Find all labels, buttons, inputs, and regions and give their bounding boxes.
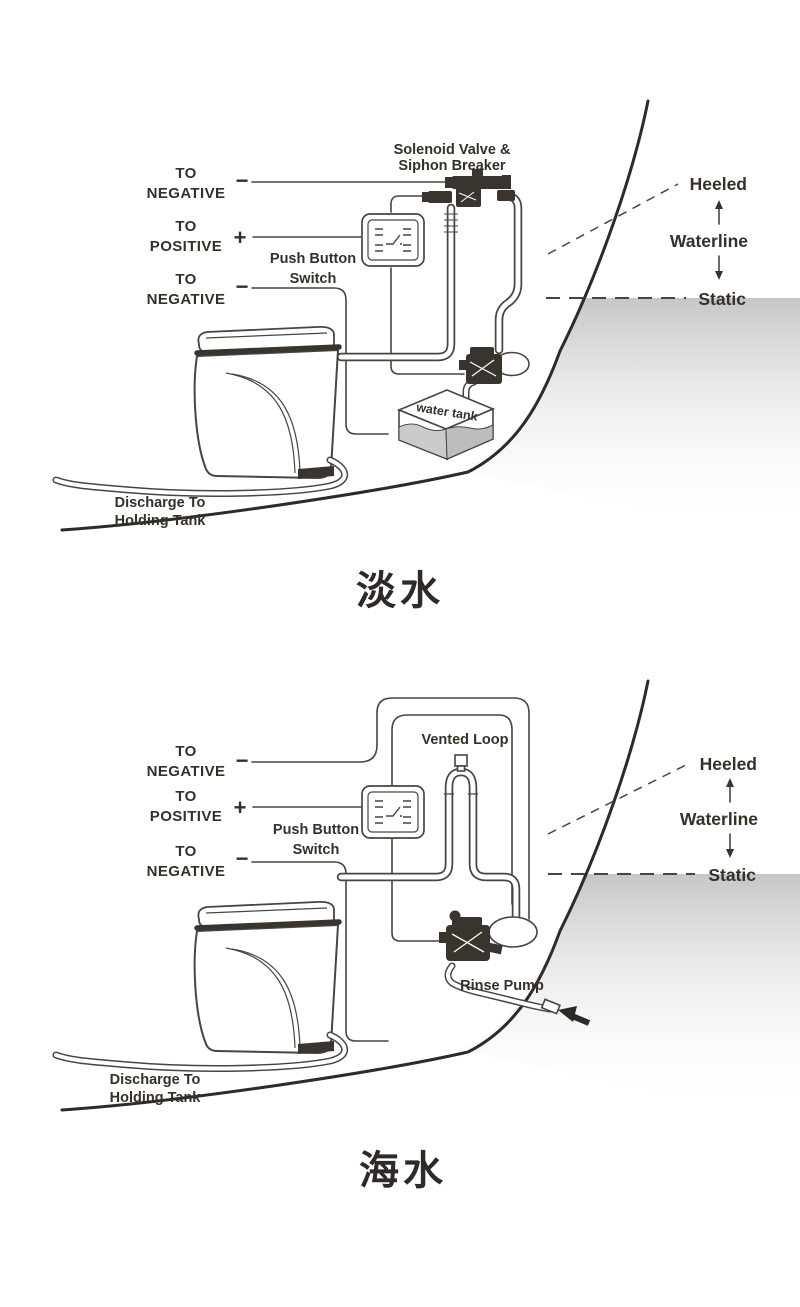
to-negative-2-line1: TO (175, 843, 196, 860)
rinse-pump (439, 910, 538, 961)
discharge-label-line2: Holding Tank (115, 513, 207, 529)
push-button-switch (361, 213, 425, 267)
to-negative-1-line1: TO (175, 743, 196, 760)
push-button-switch (361, 785, 425, 839)
thru-hull-intake (540, 998, 591, 1026)
negative-symbol-2: − (236, 846, 249, 871)
water-shading (455, 298, 800, 541)
sea-water-diagram: Heeled Waterline Static TO NEGATIVE − TO… (0, 679, 800, 1193)
to-positive-line1: TO (175, 788, 196, 805)
to-negative-2-line2: NEGATIVE (147, 863, 226, 880)
fresh-water-caption: 淡水 (356, 569, 444, 613)
solenoid-valve (422, 169, 515, 207)
fresh-water-diagram: Heeled Waterline Static TO NEGATIVE − TO… (0, 99, 800, 613)
waterline-label: Waterline (670, 231, 748, 251)
switch-label-line1: Push Button (273, 822, 359, 838)
arrow-up-icon (726, 778, 734, 787)
waterline-annotations: Heeled Waterline Static (546, 174, 748, 309)
tank-pump (459, 347, 530, 384)
terminal-labels: TO NEGATIVE − TO POSITIVE + TO NEGATIVE … (147, 165, 249, 308)
arrow-up-icon (715, 200, 723, 209)
heeled-label: Heeled (700, 754, 757, 774)
to-positive-line2: POSITIVE (150, 808, 222, 825)
water-tank: water tank (396, 389, 496, 461)
to-negative-1-line2: NEGATIVE (147, 763, 226, 780)
arrow-down-icon (715, 271, 723, 280)
rinse-pump-label: Rinse Pump (460, 978, 544, 994)
solenoid-label-line2: Siphon Breaker (398, 158, 506, 174)
to-negative-2-line1: TO (175, 271, 196, 288)
wiring (251, 181, 465, 435)
pipes (336, 191, 523, 404)
switch-label-line2: Switch (290, 271, 337, 287)
to-negative-1-line2: NEGATIVE (147, 185, 226, 202)
intake-arrow-icon (558, 1006, 577, 1022)
wiring (251, 697, 530, 1042)
terminal-labels: TO NEGATIVE − TO POSITIVE + TO NEGATIVE … (147, 743, 249, 880)
to-positive-line2: POSITIVE (150, 238, 222, 255)
positive-symbol: + (234, 225, 247, 250)
discharge-label-line2: Holding Tank (110, 1090, 202, 1106)
solenoid-label-line1: Solenoid Valve & (394, 142, 511, 158)
to-negative-2-line2: NEGATIVE (147, 291, 226, 308)
static-label: Static (708, 865, 756, 885)
negative-symbol-2: − (236, 274, 249, 299)
sea-water-caption: 海水 (359, 1149, 447, 1193)
hull-line (60, 99, 650, 532)
waterline-label: Waterline (680, 809, 758, 829)
vented-loop (454, 754, 468, 772)
switch-label-line2: Switch (293, 842, 340, 858)
waterline-annotations: Heeled Waterline Static (547, 754, 758, 885)
to-positive-line1: TO (175, 218, 196, 235)
to-negative-1-line1: TO (175, 165, 196, 182)
hull-line (60, 679, 650, 1112)
switch-label-line1: Push Button (270, 251, 356, 267)
discharge-label-line1: Discharge To (115, 495, 206, 511)
discharge-label-line1: Discharge To (110, 1072, 201, 1088)
arrow-down-icon (726, 849, 734, 858)
vented-loop-label: Vented Loop (422, 732, 509, 748)
static-label: Static (698, 289, 746, 309)
positive-symbol: + (234, 795, 247, 820)
heeled-label: Heeled (690, 174, 747, 194)
water-shading (460, 874, 800, 1121)
negative-symbol-1: − (236, 168, 249, 193)
toilet (56, 327, 345, 494)
negative-symbol-1: − (236, 748, 249, 773)
toilet (56, 902, 345, 1069)
